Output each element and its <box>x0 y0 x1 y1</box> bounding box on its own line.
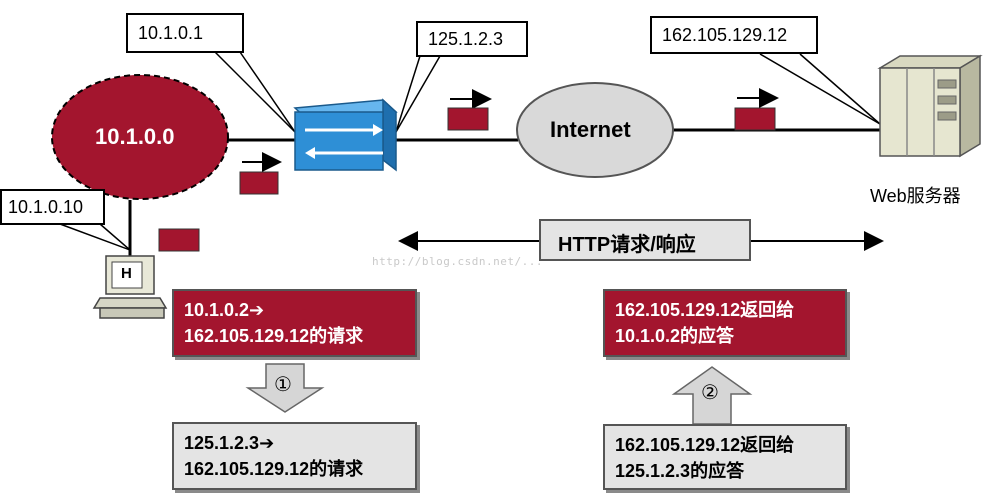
host-ip-leader <box>59 223 131 251</box>
lan-label: 10.1.0.0 <box>95 124 175 149</box>
packet-lan <box>239 152 282 195</box>
response-translated-line-1: 162.105.129.12返回给 <box>615 300 795 320</box>
step1-symbol: ① <box>274 374 292 396</box>
server-ip-callout: 162.105.129.12 <box>650 16 818 54</box>
server-ip-leader-2 <box>799 53 881 125</box>
request-translated-box: 125.1.2.3➔ 162.105.129.12的请求 <box>172 422 417 490</box>
gateway-ip-callout: 125.1.2.3 <box>416 21 528 57</box>
web-server-icon <box>877 54 983 158</box>
host-computer-icon <box>92 255 168 319</box>
response-original-line-1: 162.105.129.12返回给 <box>615 435 795 455</box>
step2-up-arrow <box>671 366 753 425</box>
response-original-box: 162.105.129.12返回给 125.1.2.3的应答 <box>603 424 847 490</box>
response-translated-line-2: 10.1.0.2的应答 <box>615 326 735 346</box>
host-ip-leader-2 <box>99 223 131 251</box>
response-translated-box: 162.105.129.12返回给 10.1.0.2的应答 <box>603 289 847 357</box>
router-ip-callout: 10.1.0.1 <box>126 13 244 53</box>
request-translated-line-1: 125.1.2.3➔ <box>184 433 275 453</box>
watermark-text: http://blog.csdn.net/... <box>372 255 543 268</box>
request-original-line-1: 10.1.0.2➔ <box>184 300 265 320</box>
lan-network-cloud <box>51 74 229 200</box>
gateway-ip-leader-2 <box>395 55 441 133</box>
nat-router-icon <box>293 98 398 172</box>
step1-down-arrow <box>245 363 325 413</box>
request-original-box: 10.1.0.2➔ 162.105.129.12的请求 <box>172 289 417 357</box>
host-ip-callout: 10.1.0.10 <box>0 189 105 225</box>
step2-symbol: ② <box>701 382 719 404</box>
host-label: H <box>121 265 132 282</box>
packet-server <box>734 88 779 131</box>
router-ip-leader <box>214 51 296 133</box>
internet-label: Internet <box>550 117 631 142</box>
http-label-box <box>539 219 751 261</box>
gateway-ip-leader <box>395 55 421 133</box>
http-label: HTTP请求/响应 <box>558 234 696 256</box>
request-translated-line-2: 162.105.129.12的请求 <box>184 459 364 479</box>
internet-cloud <box>516 82 674 178</box>
router-ip-leader-2 <box>239 51 296 133</box>
packet-host <box>158 228 200 252</box>
request-original-line-2: 162.105.129.12的请求 <box>184 326 364 346</box>
packet-wan <box>447 89 492 131</box>
response-original-line-2: 125.1.2.3的应答 <box>615 461 745 481</box>
server-caption: Web服务器 <box>870 186 961 206</box>
server-ip-leader <box>759 53 881 125</box>
